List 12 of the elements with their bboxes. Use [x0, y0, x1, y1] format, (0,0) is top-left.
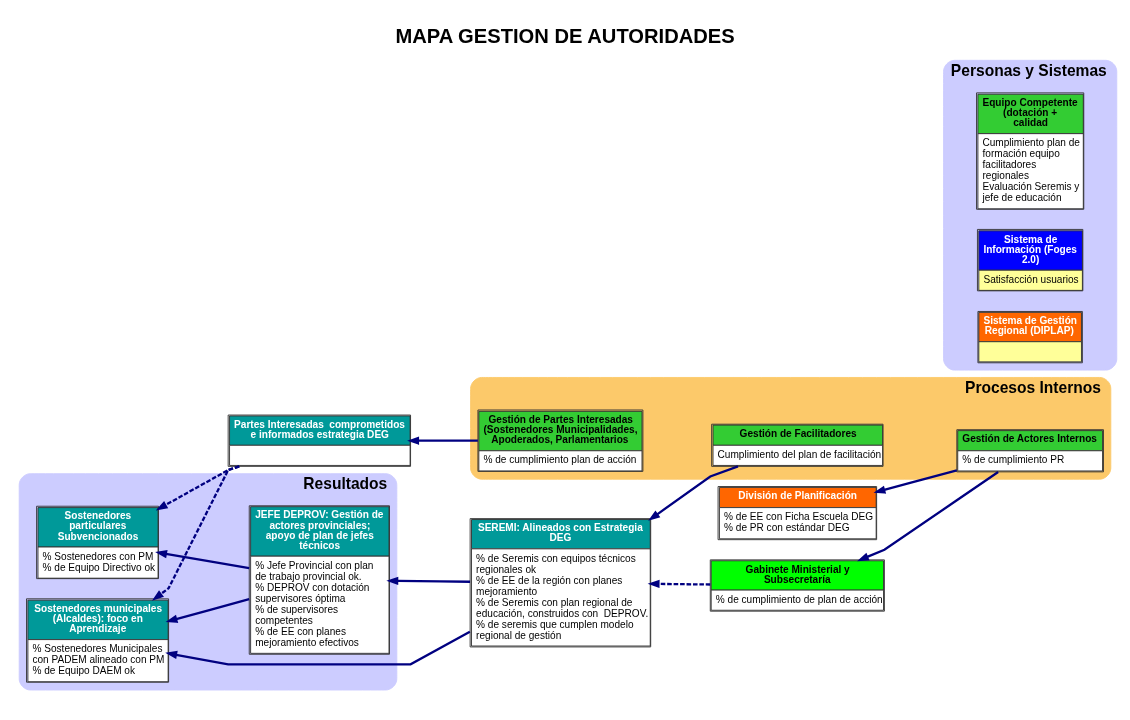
arrow — [647, 579, 711, 588]
arrow — [407, 436, 478, 445]
arrow — [386, 576, 471, 585]
arrow — [165, 630, 471, 665]
arrow — [151, 464, 240, 601]
arrow — [155, 549, 250, 569]
arrow — [648, 464, 739, 521]
arrow — [857, 470, 999, 561]
arrow — [165, 597, 250, 623]
arrow — [873, 468, 958, 494]
arrow — [155, 464, 240, 510]
diagram-title: MAPA GESTION DE AUTORIDADES — [395, 24, 735, 47]
